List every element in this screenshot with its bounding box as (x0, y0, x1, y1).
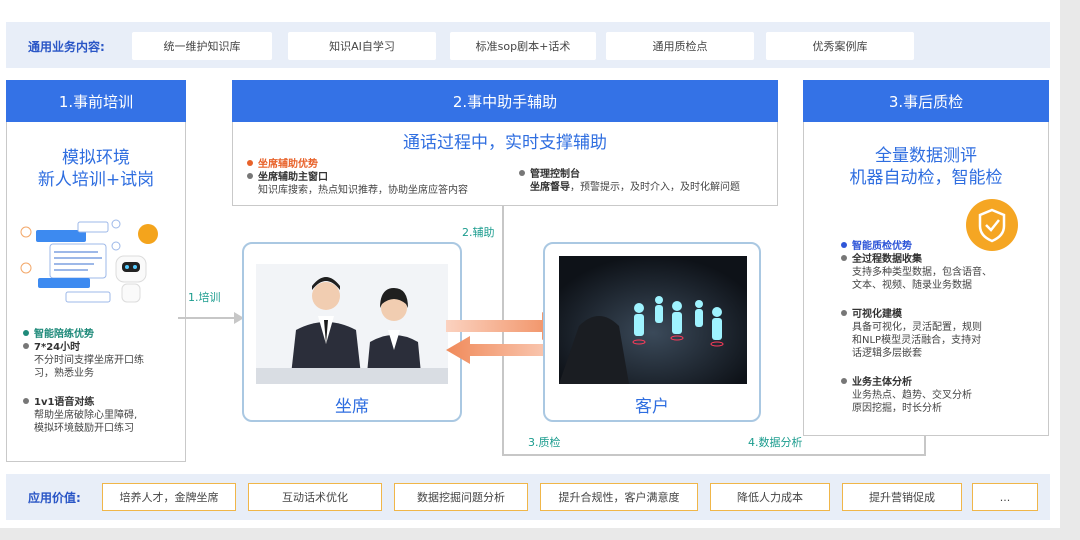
top-chip-qc-points: 通用质检点 (606, 32, 754, 60)
slide: 通用业务内容: 统一维护知识库 知识AI自学习 标准sop剧本+话术 通用质检点… (0, 0, 1060, 528)
mid-assist-header: 2.事中助手辅助 (232, 80, 778, 122)
qc-horizontal-line (502, 454, 926, 456)
flow-label-qc: 3.质检 (528, 436, 561, 449)
agent-photo (256, 264, 448, 384)
gray-dot-icon (519, 170, 525, 176)
gray-dot-icon (841, 310, 847, 316)
bottom-chip-compliance: 提升合规性，客户满意度 (540, 483, 698, 511)
application-value-label: 应用价值: (28, 491, 81, 505)
top-chip-ai-learning: 知识AI自学习 (288, 32, 436, 60)
exchange-arrows-icon (446, 312, 566, 364)
business-content-band: 通用业务内容: 统一维护知识库 知识AI自学习 标准sop剧本+话术 通用质检点… (6, 22, 1050, 68)
blue-dot-icon (841, 242, 847, 248)
bottom-chip-more: ... (972, 483, 1038, 511)
flow-label-assist: 2.辅助 (462, 226, 495, 239)
gray-dot-icon (23, 343, 29, 349)
post-bullet-heading: 智能质检优势 (841, 240, 912, 253)
pre-bullet-heading: 智能陪练优势 (23, 328, 94, 341)
customer-photo (559, 256, 747, 384)
mid-bullet-console: 管理控制台 坐席督导，预警提示，及时介入，及时化解问题 (519, 168, 740, 194)
train-arrow-icon (234, 312, 244, 324)
teal-dot-icon (23, 330, 29, 336)
pre-training-title-line1: 模拟环境 (62, 148, 130, 168)
customer-box: 客户 (543, 242, 761, 422)
top-chip-knowledge-base: 统一维护知识库 (132, 32, 272, 60)
post-bullet-item3: 业务主体分析 业务热点、趋势、交叉分析 原因挖掘，时长分析 (841, 376, 972, 415)
bottom-chip-data-mining: 数据挖掘问题分析 (394, 483, 528, 511)
bottom-chip-talent: 培养人才，金牌坐席 (102, 483, 236, 511)
flow-label-train: 1.培训 (188, 291, 221, 304)
pre-training-header: 1.事前培训 (6, 80, 186, 122)
pre-bullet-item1: 7*24小时 不分时间支撑坐席开口练 习，熟悉业务 (23, 341, 144, 380)
train-flow-line (178, 317, 242, 319)
post-qc-title-line1: 全量数据测评 (875, 146, 977, 166)
gray-dot-icon (841, 378, 847, 384)
shield-check-icon (966, 199, 1018, 251)
training-chat-illustration (18, 216, 168, 308)
agent-label: 坐席 (335, 397, 369, 417)
bottom-chip-labor-cost: 降低人力成本 (710, 483, 830, 511)
flow-label-analysis: 4.数据分析 (748, 436, 803, 449)
mid-bullet-main-window: 坐席辅助主窗口 知识库搜索，热点知识推荐，协助坐席应答内容 (247, 171, 468, 197)
post-qc-title-line2: 机器自动检，智能检 (849, 168, 1003, 188)
bottom-chip-marketing: 提升营销促成 (842, 483, 962, 511)
gray-dot-icon (23, 398, 29, 404)
post-bullet-item2: 可视化建模 具备可视化，灵活配置，规则 和NLP模型灵活融合，支持对 话逻辑多层… (841, 308, 982, 360)
bottom-chip-script-optimize: 互动话术优化 (248, 483, 382, 511)
business-content-label: 通用业务内容: (28, 40, 105, 54)
agent-box: 坐席 (242, 242, 462, 422)
application-value-band: 应用价值: 培养人才，金牌坐席 互动话术优化 数据挖掘问题分析 提升合规性，客户… (6, 474, 1050, 520)
gray-dot-icon (841, 255, 847, 261)
customer-label: 客户 (635, 397, 669, 417)
pre-bullet-item2: 1v1语音对练 帮助坐席破除心里障碍, 模拟环境鼓励开口练习 (23, 396, 137, 435)
mid-bullet-heading: 坐席辅助优势 (247, 158, 318, 171)
mid-assist-subtitle: 通话过程中，实时支撑辅助 (403, 133, 607, 153)
top-chip-sop-script: 标准sop剧本+话术 (450, 32, 596, 60)
post-bullet-item1: 全过程数据收集 支持多种类型数据，包含语音、 文本、视频、随录业务数据 (841, 253, 992, 292)
pre-training-title-line2: 新人培训+试岗 (37, 170, 155, 190)
analysis-vertical-line (924, 430, 926, 456)
post-qc-header: 3.事后质检 (803, 80, 1049, 122)
orange-dot-icon (247, 160, 253, 166)
top-chip-case-library: 优秀案例库 (766, 32, 914, 60)
gray-dot-icon (247, 173, 253, 179)
